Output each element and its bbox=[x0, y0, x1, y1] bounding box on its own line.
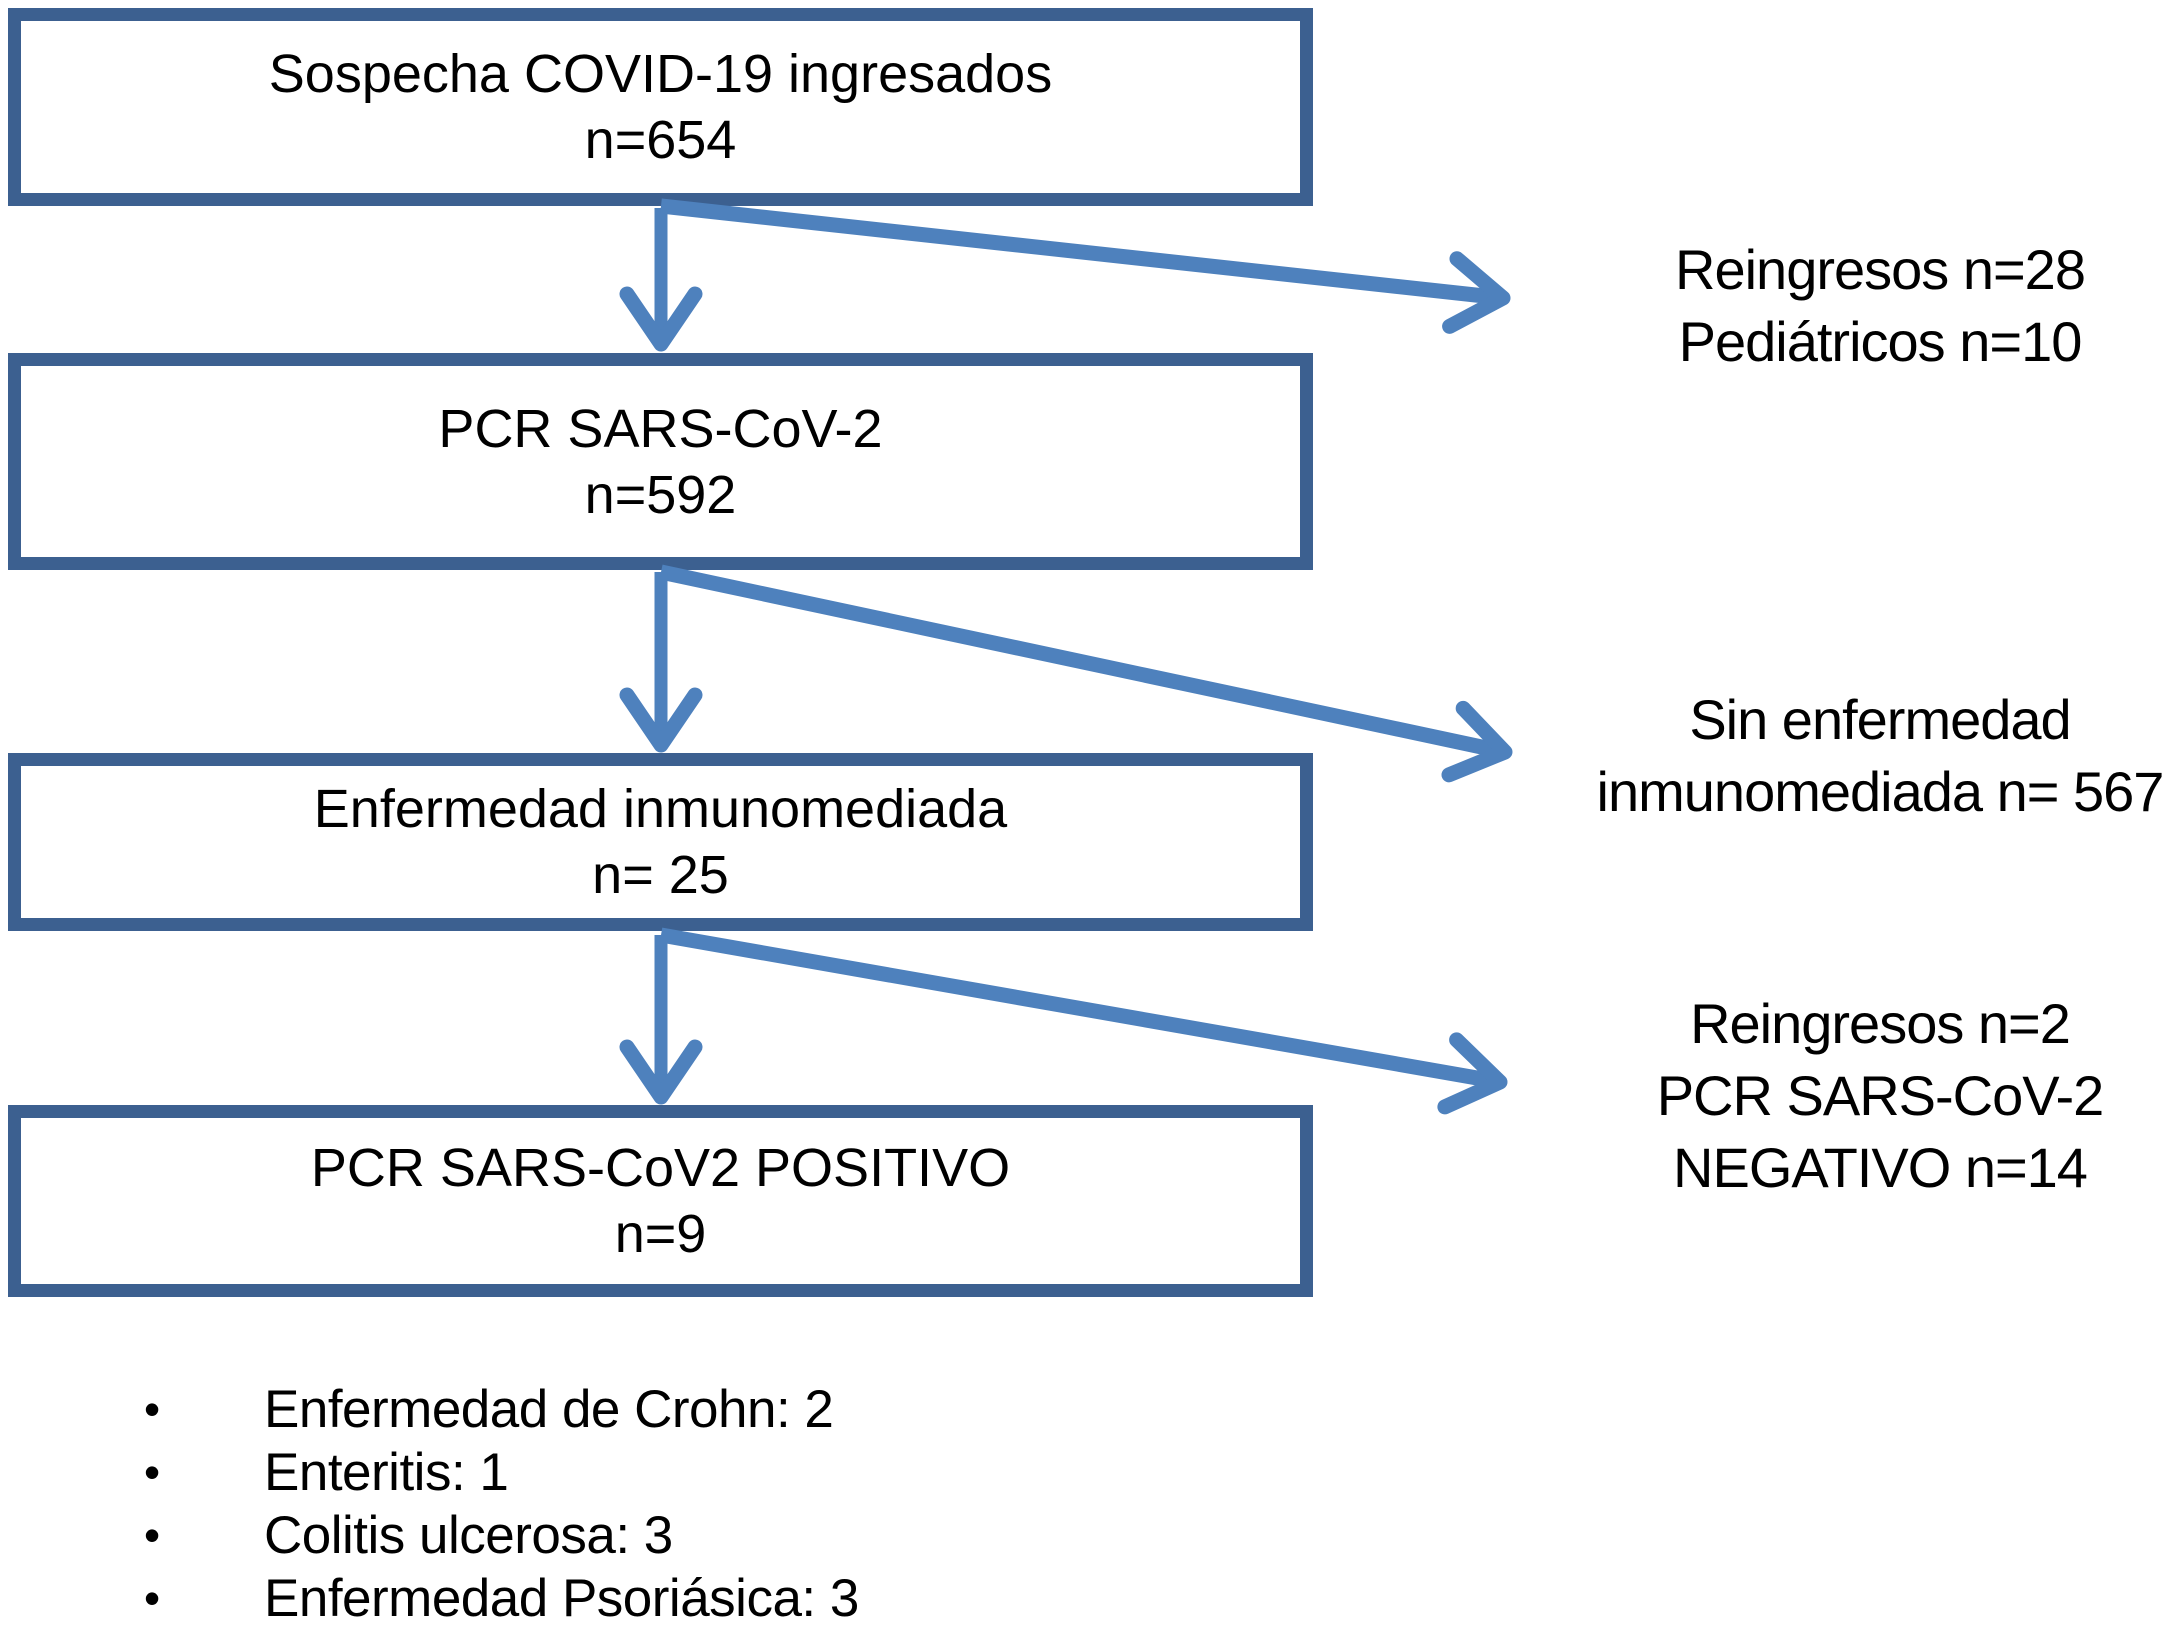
side-note-line: NEGATIVO n=14 bbox=[1673, 1136, 2088, 1199]
list-item-label: Enfermedad de Crohn: 2 bbox=[264, 1380, 834, 1439]
bullet-icon: • bbox=[144, 1509, 160, 1561]
flow-box-pcr: PCR SARS-CoV-2 n=592 bbox=[8, 353, 1313, 570]
bullet-icon: • bbox=[144, 1446, 160, 1498]
flow-box-sospecha: Sospecha COVID-19 ingresados n=654 bbox=[8, 8, 1313, 206]
bullet-icon: • bbox=[144, 1572, 160, 1624]
flow-box-title: Sospecha COVID-19 ingresados bbox=[268, 44, 1053, 104]
list-item: • Enteritis: 1 bbox=[0, 1441, 1400, 1504]
flow-box-positivo: PCR SARS-CoV2 POSITIVO n=9 bbox=[8, 1105, 1313, 1297]
side-note-line: inmunomediada n= 567 bbox=[1596, 760, 2165, 823]
flow-box-count: n= 25 bbox=[592, 845, 729, 905]
list-item: • Enfermedad de Crohn: 2 bbox=[0, 1378, 1400, 1441]
flow-box-count: n=592 bbox=[584, 464, 737, 525]
list-item: • Enfermedad Psoriásica: 3 bbox=[0, 1567, 1400, 1630]
side-note-excluded-1: Reingresos n=28 Pediátricos n=10 bbox=[1594, 234, 2166, 378]
flow-box-count: n=654 bbox=[584, 110, 737, 170]
side-note-line: Reingresos n=2 bbox=[1690, 992, 2071, 1055]
side-note-line: Sin enfermedad bbox=[1689, 688, 2071, 751]
flow-box-title: PCR SARS-CoV-2 bbox=[438, 398, 883, 459]
list-item-label: Colitis ulcerosa: 3 bbox=[264, 1506, 673, 1565]
diagnosis-list: • Enfermedad de Crohn: 2 • Enteritis: 1 … bbox=[0, 1378, 1400, 1630]
arrow-branch-2 bbox=[659, 564, 1513, 783]
side-note-excluded-2: Sin enfermedad inmunomediada n= 567 bbox=[1594, 684, 2166, 828]
arrow-branch-1 bbox=[660, 198, 1511, 334]
arrow-branch-3 bbox=[659, 927, 1508, 1115]
side-note-line: Pediátricos n=10 bbox=[1678, 310, 2083, 373]
side-note-line: Reingresos n=28 bbox=[1675, 238, 2086, 301]
flow-box-inmunomediada: Enfermedad inmunomediada n= 25 bbox=[8, 753, 1313, 931]
flow-box-count: n=9 bbox=[614, 1204, 707, 1264]
list-item-label: Enteritis: 1 bbox=[264, 1443, 509, 1502]
list-item: • Colitis ulcerosa: 3 bbox=[0, 1504, 1400, 1567]
side-note-excluded-3: Reingresos n=2 PCR SARS-CoV-2 NEGATIVO n… bbox=[1594, 988, 2166, 1204]
list-item-label: Enfermedad Psoriásica: 3 bbox=[264, 1569, 859, 1628]
side-note-line: PCR SARS-CoV-2 bbox=[1656, 1064, 2105, 1127]
bullet-icon: • bbox=[144, 1383, 160, 1435]
flow-box-title: Enfermedad inmunomediada bbox=[313, 779, 1008, 839]
flow-box-title: PCR SARS-CoV2 POSITIVO bbox=[310, 1138, 1011, 1198]
